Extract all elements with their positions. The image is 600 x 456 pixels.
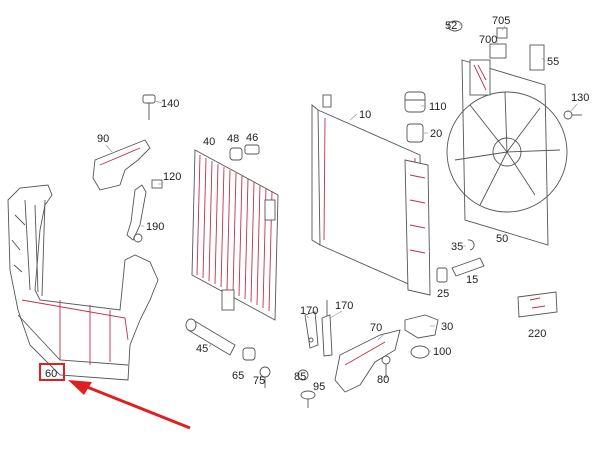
part-20-filler <box>406 123 424 143</box>
part-55-connector <box>529 44 545 71</box>
part-85-washer <box>297 369 309 381</box>
label-15: 15 <box>466 274 478 286</box>
label-90: 90 <box>97 133 109 145</box>
part-110-cap <box>404 91 426 113</box>
label-20: 20 <box>430 128 442 140</box>
part-30-mount <box>404 314 439 339</box>
part-705-clip <box>496 27 508 39</box>
part-130-screw <box>563 110 582 120</box>
label-120: 120 <box>163 171 181 183</box>
label-70: 70 <box>370 322 382 334</box>
part-50-fan-shroud <box>446 59 568 246</box>
part-15-drain <box>451 257 485 277</box>
label-110: 110 <box>429 101 447 113</box>
part-80-bolt <box>381 355 391 378</box>
highlight-box <box>39 363 65 381</box>
label-35: 35 <box>451 241 463 253</box>
label-10: 10 <box>359 109 371 121</box>
part-45-drier <box>185 318 236 356</box>
label-700: 700 <box>479 34 497 46</box>
part-90-bracket <box>92 139 151 191</box>
label-95: 95 <box>313 381 325 393</box>
label-65: 65 <box>232 370 244 382</box>
part-labels: 52 705 700 55 130 110 10 20 140 90 48 46… <box>97 15 589 393</box>
part-170-sensor-b <box>321 300 333 357</box>
part-220-bracket <box>517 291 558 318</box>
part-48-grommet <box>229 147 243 161</box>
leader-lines <box>105 24 578 352</box>
part-95-bolt <box>300 390 316 408</box>
part-120-clip <box>151 179 163 189</box>
part-140-bolt <box>142 94 163 120</box>
label-75: 75 <box>253 375 265 387</box>
label-85: 85 <box>294 371 306 383</box>
part-60-air-duct <box>7 184 159 381</box>
label-46: 46 <box>246 132 258 144</box>
label-130: 130 <box>571 92 589 104</box>
label-45: 45 <box>196 343 208 355</box>
label-80: 80 <box>377 374 389 386</box>
part-40-condenser <box>191 149 279 321</box>
label-55: 55 <box>547 56 559 68</box>
label-48: 48 <box>227 133 239 145</box>
part-170-sensor-a <box>304 311 319 349</box>
part-70-bracket <box>334 329 401 393</box>
part-190-rod <box>126 184 147 243</box>
label-60: 60 <box>45 368 57 380</box>
label-30: 30 <box>441 321 453 333</box>
part-52-bushing <box>447 20 463 32</box>
label-220: 220 <box>528 328 546 340</box>
label-25: 25 <box>437 288 449 300</box>
label-52: 52 <box>445 20 457 32</box>
label-40: 40 <box>203 136 215 148</box>
label-190: 190 <box>146 221 164 233</box>
part-75-bolt <box>259 366 271 388</box>
label-170-b: 170 <box>335 300 353 312</box>
part-10-radiator <box>311 94 431 296</box>
label-140: 140 <box>161 98 179 110</box>
part-35-clip <box>467 239 475 251</box>
part-700-resistor <box>489 43 507 59</box>
highlighted-part-callout: 60 <box>39 363 65 381</box>
part-100-rubber <box>410 345 430 359</box>
part-25-plug <box>436 267 448 283</box>
part-46-fitting <box>244 144 260 155</box>
label-50: 50 <box>496 233 508 245</box>
arrow-pointer-icon <box>68 380 191 430</box>
label-100: 100 <box>433 346 451 358</box>
label-705: 705 <box>492 15 510 27</box>
part-65-cap <box>242 347 256 361</box>
label-170-a: 170 <box>300 305 318 317</box>
